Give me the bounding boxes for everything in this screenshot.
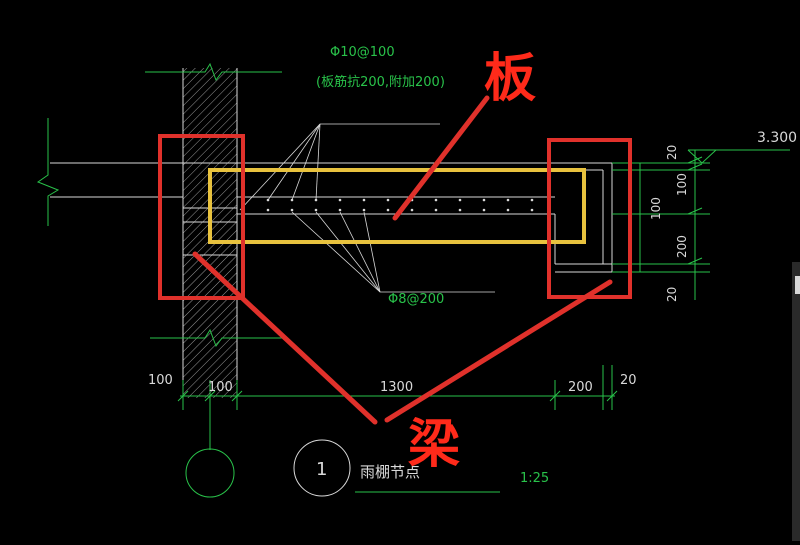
beam-highlight-box-left xyxy=(158,134,245,300)
dim-bottom-3: 200 xyxy=(568,380,593,395)
beam-pointer-line-left xyxy=(192,251,378,425)
detail-title: 雨棚节点 xyxy=(360,463,420,481)
grid-bubble xyxy=(185,448,235,498)
side-panel-marker xyxy=(795,276,800,294)
lower-rebar-spec: Φ8@200 xyxy=(388,292,444,307)
dim-right-0: 20 xyxy=(665,145,679,160)
slab-label: 板 xyxy=(484,49,536,109)
dim-bottom-1: 100 xyxy=(208,380,233,395)
dim-bottom-2: 1300 xyxy=(380,380,413,395)
detail-bubble xyxy=(293,439,500,497)
dim-right-3: 20 xyxy=(665,287,679,302)
dim-bottom-0: 100 xyxy=(148,373,173,388)
beam-highlight-box-right xyxy=(547,138,632,299)
upper-rebar-note: (板筋抗200,附加200) xyxy=(316,74,445,90)
side-panel-edge xyxy=(792,262,800,541)
slab-pointer-line xyxy=(392,95,490,221)
beam-label: 梁 xyxy=(408,415,460,475)
dim-right-inner: 100 xyxy=(649,197,663,220)
upper-rebar-spec: Φ10@100 xyxy=(330,45,395,60)
wall xyxy=(145,62,282,398)
detail-number: 1 xyxy=(316,459,327,480)
dim-bottom-4: 20 xyxy=(620,373,637,388)
elevation-label: 3.300 xyxy=(757,130,797,146)
bottom-dimensions xyxy=(177,365,618,450)
right-dimensions xyxy=(612,149,790,300)
slab-highlight-box xyxy=(208,168,586,244)
beam-pointer-line-right xyxy=(384,279,613,423)
dim-right-2: 200 xyxy=(675,235,689,258)
dim-right-1: 100 xyxy=(675,173,689,196)
detail-scale: 1:25 xyxy=(520,471,549,486)
